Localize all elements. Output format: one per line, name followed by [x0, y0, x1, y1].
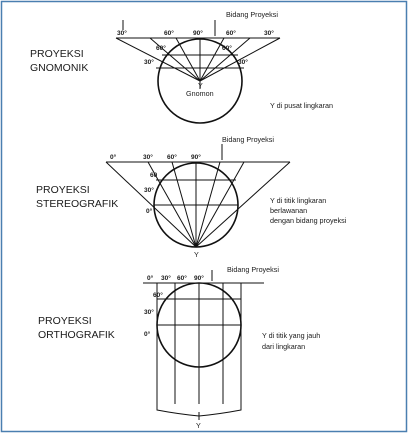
- orthographic-angle-label: 60°: [153, 291, 163, 299]
- orthographic-note-line2: dari lingkaran: [262, 342, 305, 351]
- stereographic-note-line2: berlawanan: [270, 206, 307, 215]
- stereographic-title-line1: PROYEKSI: [36, 184, 90, 196]
- stereographic-angle-label: 30°: [144, 186, 154, 194]
- gnomonic-ray: [149, 37, 201, 82]
- gnomonic-angle-label: 30°: [117, 29, 127, 37]
- gnomonic-title-line2: GNOMONIK: [30, 62, 88, 74]
- stereographic-note-line3: dengan bidang proyeksi: [270, 216, 347, 225]
- orthographic-note-line1: Y di titik yang jauh: [262, 331, 320, 340]
- orthographic-diagram: PROYEKSI ORTHOGRAFIK Bidang Proyeksi Y Y…: [38, 265, 320, 430]
- stereographic-angle-label: 60°: [167, 153, 177, 161]
- gnomonic-angle-label: 60°: [164, 29, 174, 37]
- stereographic-ray: [195, 161, 291, 248]
- orthographic-angle-label: 90°: [194, 274, 204, 282]
- gnomonic-angle-label: 60°: [156, 44, 166, 52]
- gnomonic-ray: [199, 37, 251, 82]
- stereographic-point-label: Y: [194, 250, 199, 259]
- orthographic-angle-label: 30°: [144, 308, 154, 316]
- gnomonic-ray: [199, 37, 225, 82]
- stereographic-plane-label: Bidang Proyeksi: [222, 135, 274, 144]
- orthographic-angle-label: 60°: [177, 274, 187, 282]
- orthographic-title-line1: PROYEKSI: [38, 315, 92, 327]
- gnomonic-title-line1: PROYEKSI: [30, 48, 84, 60]
- stereographic-angle-label: 30°: [143, 153, 153, 161]
- gnomonic-ray: [199, 37, 281, 82]
- stereographic-angle-label: 60: [150, 172, 158, 179]
- gnomonic-note: Y di pusat lingkaran: [270, 101, 333, 110]
- stereographic-note-line1: Y di titik lingkaran: [270, 196, 326, 205]
- orthographic-angle-label: 0°: [147, 274, 154, 282]
- orthographic-angle-label: 0°: [144, 330, 151, 338]
- gnomonic-angle-label: 90°: [193, 29, 203, 37]
- stereographic-diagram: PROYEKSI STEREOGRAFIK Bidang Proyeksi Y …: [36, 135, 347, 259]
- gnomonic-ray: [115, 37, 201, 82]
- stereographic-angle-label: 0°: [146, 207, 153, 215]
- stereographic-angle-label: 0°: [110, 153, 117, 161]
- gnomonic-point-label: Y: [198, 81, 203, 90]
- stereographic-ray: [105, 161, 197, 248]
- orthographic-plane-label: Bidang Proyeksi: [227, 265, 279, 274]
- gnomonic-diagram: PROYEKSI GNOMONIK Bidang Proyeksi Y Gnom…: [30, 10, 333, 124]
- gnomonic-angle-label: 60°: [222, 44, 232, 52]
- gnomonic-plane-label: Bidang Proyeksi: [226, 10, 278, 19]
- stereographic-title-line2: STEREOGRAFIK: [36, 198, 118, 210]
- gnomonic-angle-label: 30°: [144, 58, 154, 66]
- gnomonic-gnomon-label: Gnomon: [186, 89, 214, 98]
- gnomonic-angle-label: 30°: [264, 29, 274, 37]
- stereographic-angle-label: 90°: [191, 153, 201, 161]
- orthographic-point-label: Y: [196, 421, 201, 430]
- gnomonic-ray: [175, 37, 201, 82]
- orthographic-angle-label: 30°: [161, 274, 171, 282]
- gnomonic-angle-label: 60°: [226, 29, 236, 37]
- orthographic-title-line2: ORTHOGRAFIK: [38, 329, 115, 341]
- gnomonic-angle-label: 30°: [238, 58, 248, 66]
